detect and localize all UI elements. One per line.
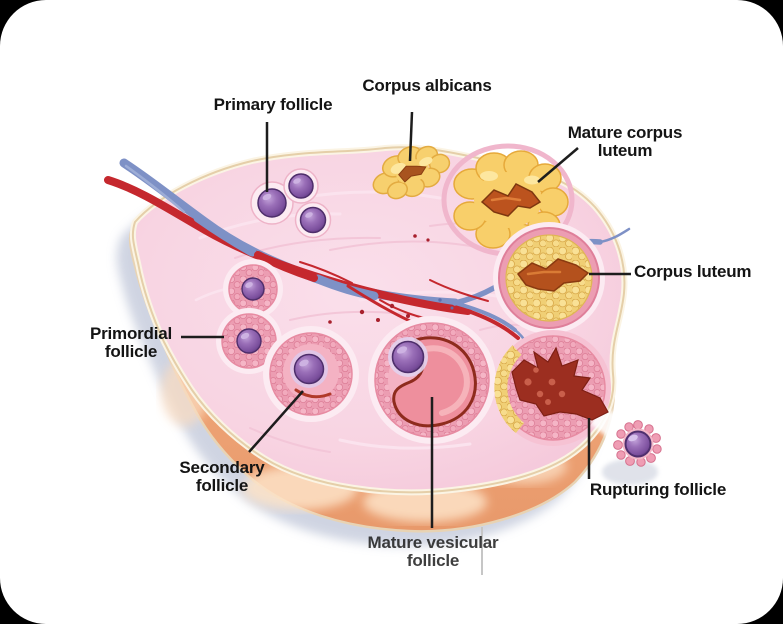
label-text-line1: Mature vesicular xyxy=(367,533,499,552)
label-corpus-luteum: Corpus luteum xyxy=(634,263,779,281)
label-rupturing-follicle: Rupturing follicle xyxy=(568,481,748,499)
label-text-line2: follicle xyxy=(406,551,460,570)
mature-corpus-luteum-shape xyxy=(441,143,575,257)
mature-vesicular-follicle-shape xyxy=(368,316,496,444)
label-text: Primary follicle xyxy=(213,95,333,114)
pointer-secondary-follicle xyxy=(248,390,304,453)
label-mature-vesicular-follicle: Mature vesicular follicle xyxy=(343,534,523,570)
label-text-line1: Secondary xyxy=(179,458,265,477)
label-text-line1: Mature corpus xyxy=(567,123,683,142)
rupturing-follicle-shape xyxy=(494,330,668,468)
label-text-line2: follicle xyxy=(195,476,249,495)
corpus-luteum-shape xyxy=(493,222,605,334)
label-text: Corpus albicans xyxy=(362,76,492,95)
label-corpus-albicans: Corpus albicans xyxy=(347,77,507,95)
label-text: Rupturing follicle xyxy=(589,480,727,499)
label-primary-follicle: Primary follicle xyxy=(193,96,353,114)
label-text-line2: follicle xyxy=(104,342,158,361)
pointer-corpus-albicans xyxy=(408,111,414,162)
label-mature-corpus-luteum: Mature corpus luteum xyxy=(545,124,705,160)
label-text-line1: Primordial xyxy=(89,324,173,343)
pointer-mature-corpus-luteum xyxy=(537,147,579,183)
primary-follicles-group xyxy=(250,168,332,239)
blood-vessels xyxy=(104,158,631,359)
label-text: Corpus luteum xyxy=(634,262,752,281)
secondary-follicle-shape xyxy=(263,326,359,422)
primordial-follicle-shapes xyxy=(216,259,283,374)
label-secondary-follicle: Secondary follicle xyxy=(152,459,292,495)
pointer-lines xyxy=(181,111,631,528)
released-ovum xyxy=(602,420,662,485)
corpus-albicans-shape xyxy=(372,145,451,200)
label-text-line2: luteum xyxy=(597,141,653,160)
label-primordial-follicle: Primordial follicle xyxy=(61,325,201,361)
